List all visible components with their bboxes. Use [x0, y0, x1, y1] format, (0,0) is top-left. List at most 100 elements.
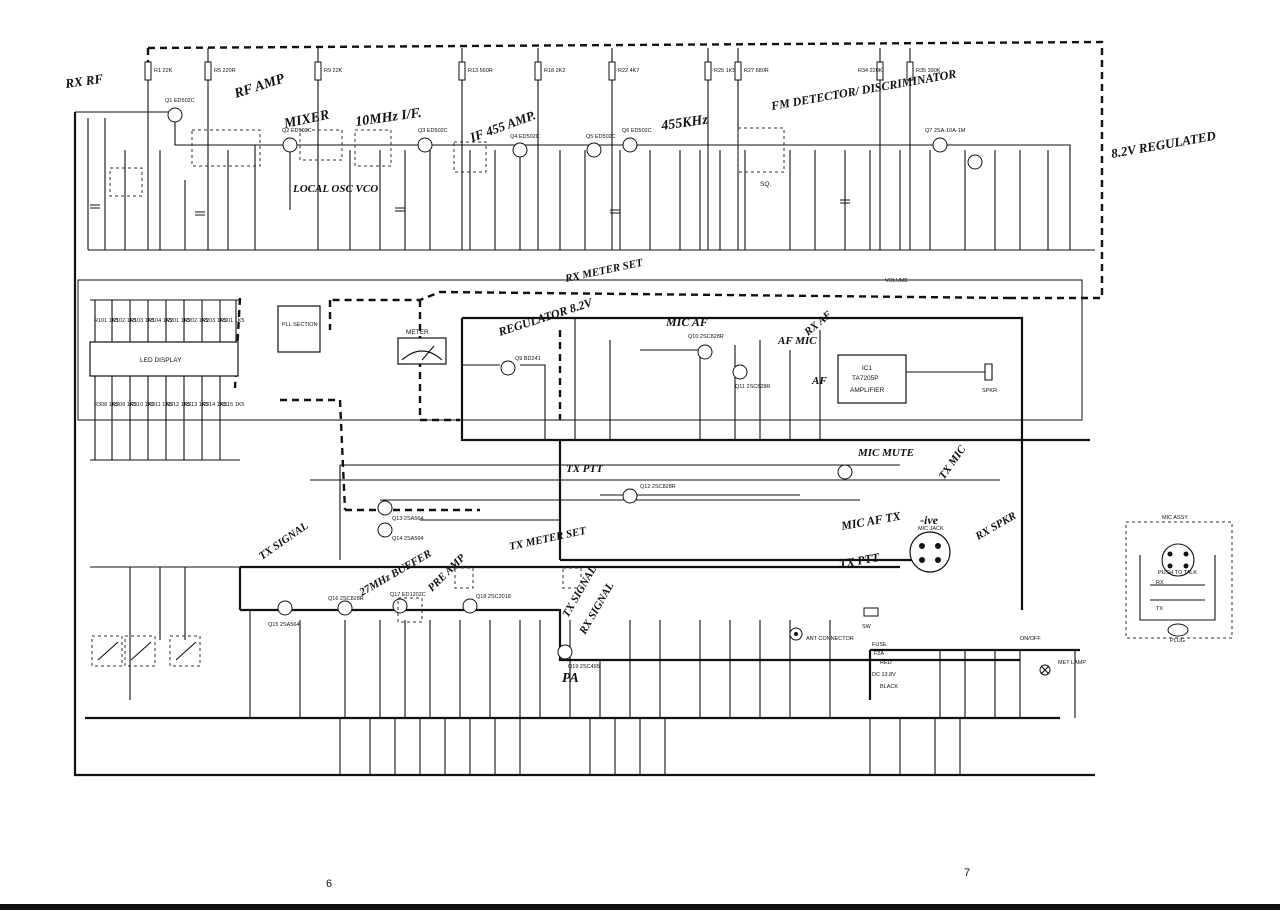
top-resistor-label: R18 2K2 — [544, 68, 565, 74]
top-resistor-label: R27 680R — [744, 68, 769, 74]
transistor-label: Q2 ED502C — [282, 128, 312, 134]
annotation-tx-signal: TX SIGNAL — [257, 520, 311, 563]
annotation-minus-ive: -ive — [920, 513, 939, 527]
transistor-label: Q13 2SA564 — [392, 516, 424, 522]
annotation-mic-mute: MIC MUTE — [857, 447, 914, 459]
annotation-mic-af-tx: MIC AF TX — [839, 509, 903, 534]
annotation-tx-ptt-top: TX PTT — [566, 463, 604, 475]
annotation-rx-af: RX AF — [801, 308, 834, 339]
mic-jack-label: MIC JACK — [918, 526, 944, 532]
transistor-label: Q3 ED502C — [418, 128, 448, 134]
annotation-mic-af: MIC AF — [665, 315, 708, 329]
transistor-label: Q18 2SC2018 — [476, 594, 511, 600]
annotation-pa: PA — [562, 671, 579, 686]
supply-red-label: RED — [880, 660, 892, 666]
supply-voltage-label: DC 13.8V — [872, 672, 896, 678]
led-resistor-label: R314 1K5 — [202, 402, 226, 408]
switching-section: Q12 2SC828R Q13 2SA564 Q14 2SA564 TX PTT… — [310, 440, 1019, 573]
transistor-label: Q10 2SC828R — [688, 334, 724, 340]
speaker-label: SPKR — [982, 388, 997, 394]
transistor-label: Q5 ED502C — [586, 134, 616, 140]
transistor-label: Q7 2SA-10A-1M — [925, 128, 966, 134]
led-resistor-label: R309 1K5 — [112, 402, 136, 408]
pll-section-box — [277, 305, 321, 353]
meter-lamp-label: MET LAMP — [1058, 660, 1086, 666]
annotation-tx-mic: TX MIC — [937, 443, 969, 482]
annotation-455khz: 455KHz — [659, 113, 709, 135]
top-resistor-label: R1 22K — [154, 68, 173, 74]
mic-rx-label: RX — [1156, 580, 1164, 586]
mic-plug-label: PLUG — [1170, 638, 1185, 644]
annotation-rx-meter-set: RX METER SET — [563, 257, 645, 286]
transistor-label: Q15 2SA564 — [268, 622, 300, 628]
led-resistor-label: R104 1K5 — [148, 318, 172, 324]
squelch-label: SQ. — [760, 181, 771, 188]
top-resistor-row: R1 22K R5 220R R9 22K R13 560R R18 2K2 R… — [144, 48, 941, 250]
top-resistor-label: R9 22K — [324, 68, 343, 74]
led-resistor-label: R313 1K5 — [184, 402, 208, 408]
led-resistor-label: R311 1K5 — [148, 402, 172, 408]
transistor-label: Q12 2SC828R — [640, 484, 676, 490]
annotation-af: AF — [811, 375, 827, 387]
transistor-label: Q17 ED1202C — [390, 592, 426, 598]
supply-black-label: BLACK — [880, 684, 898, 690]
transistor-label: Q1 ED502C — [165, 98, 195, 104]
transistor-label: Q14 2SA564 — [392, 536, 424, 542]
top-resistor-label: R25 1K5 — [714, 68, 735, 74]
amplifier-ic-ref: IC1 — [862, 365, 873, 372]
annotation-rx-spkr: RX SPKR — [973, 510, 1019, 543]
switch-label: SW — [862, 624, 872, 630]
annotation-tx-meter-set: TX METER SET — [508, 525, 588, 553]
amplifier-label: AMPLIFIER — [850, 387, 885, 394]
annotation-10mhz-if: 10MHz I/F. — [354, 106, 422, 130]
led-resistor-label: R308 1K5 — [94, 402, 118, 408]
transistor-label: Q16 2SC828R — [328, 596, 364, 602]
audio-section: Q9 BD241 Q10 2SC828R Q11 2SC828R IC1 TA7… — [460, 295, 1090, 610]
display-section: LED DISPLAY R101 1K5 R102 1K5 R103 1K5 R… — [77, 279, 1083, 461]
transistor-label: Q19 2SC495 — [568, 664, 600, 670]
fuse-rating: F2A — [874, 651, 884, 657]
amplifier-ic-box — [837, 354, 907, 404]
power-section: FUSE F2A RED DC 13.8V BLACK SW ON/OFF ME… — [862, 607, 1086, 718]
led-resistor-label: R202 1K5 — [184, 318, 208, 324]
led-resistors-top: R101 1K5 R102 1K5 R103 1K5 R104 1K5 R201… — [94, 318, 244, 324]
top-resistor-label: R34 220K — [858, 68, 883, 74]
led-resistor-label: R315 1K5 — [220, 402, 244, 408]
led-resistor-label: R312 1K5 — [166, 402, 190, 408]
volume-label: VOLUME — [885, 278, 909, 284]
transistor-label: Q4 ED502C — [510, 134, 540, 140]
led-resistor-label: R310 1K5 — [130, 402, 154, 408]
annotation-af-mic: AF MIC — [777, 335, 817, 347]
led-resistor-label: R103 1K5 — [130, 318, 154, 324]
pll-section-label: PLL SECTION — [282, 322, 318, 328]
annotation-rf-amp: RF AMP — [232, 71, 287, 102]
mic-assy-title: MIC ASSY — [1162, 515, 1188, 521]
mic-tx-label: TX — [1156, 606, 1163, 612]
bottom-edge-bar — [0, 904, 1280, 910]
amplifier-ic-part: TA7205P — [852, 375, 879, 382]
led-resistor-label: R102 1K5 — [112, 318, 136, 324]
led-resistors-bottom: R308 1K5 R309 1K5 R310 1K5 R311 1K5 R312… — [94, 402, 244, 408]
top-resistor-label: R5 220R — [214, 68, 236, 74]
annotation-local-osc: LOCAL OSC VCO — [292, 183, 378, 195]
led-display-box — [89, 341, 239, 377]
led-display-label: LED DISPLAY — [140, 357, 182, 364]
receiver-chain: Q1 ED502C Q2 ED502C Q3 ED502C Q4 ED502C … — [73, 98, 1095, 777]
led-resistor-label: R203 1K5 — [202, 318, 226, 324]
top-resistor-label: R22 4K7 — [618, 68, 639, 74]
led-resistor-label: R301 1K5 — [220, 318, 244, 324]
meter-label: METER — [406, 329, 429, 336]
mic-assembly-inset: MIC ASSY PUSH TO TALK RX TX PLUG — [1125, 515, 1233, 644]
antenna-connector-label: ANT CONNECTOR — [806, 636, 854, 642]
fuse-label: FUSE — [872, 642, 887, 648]
top-resistor-label: R13 560R — [468, 68, 493, 74]
transistor-label: Q9 BD241 — [515, 356, 541, 362]
page-number-left: 6 — [326, 878, 332, 890]
annotation-regulated: 8.2V REGULATED — [1110, 128, 1218, 161]
annotation-rx-rf: RX RF — [63, 71, 104, 91]
transistor-label: Q6 ED502C — [622, 128, 652, 134]
on-off-label: ON/OFF — [1020, 636, 1041, 642]
upper-annotations: RX RF RF AMP MIXER 10MHz I/F. IF 455 AMP… — [63, 67, 1217, 286]
